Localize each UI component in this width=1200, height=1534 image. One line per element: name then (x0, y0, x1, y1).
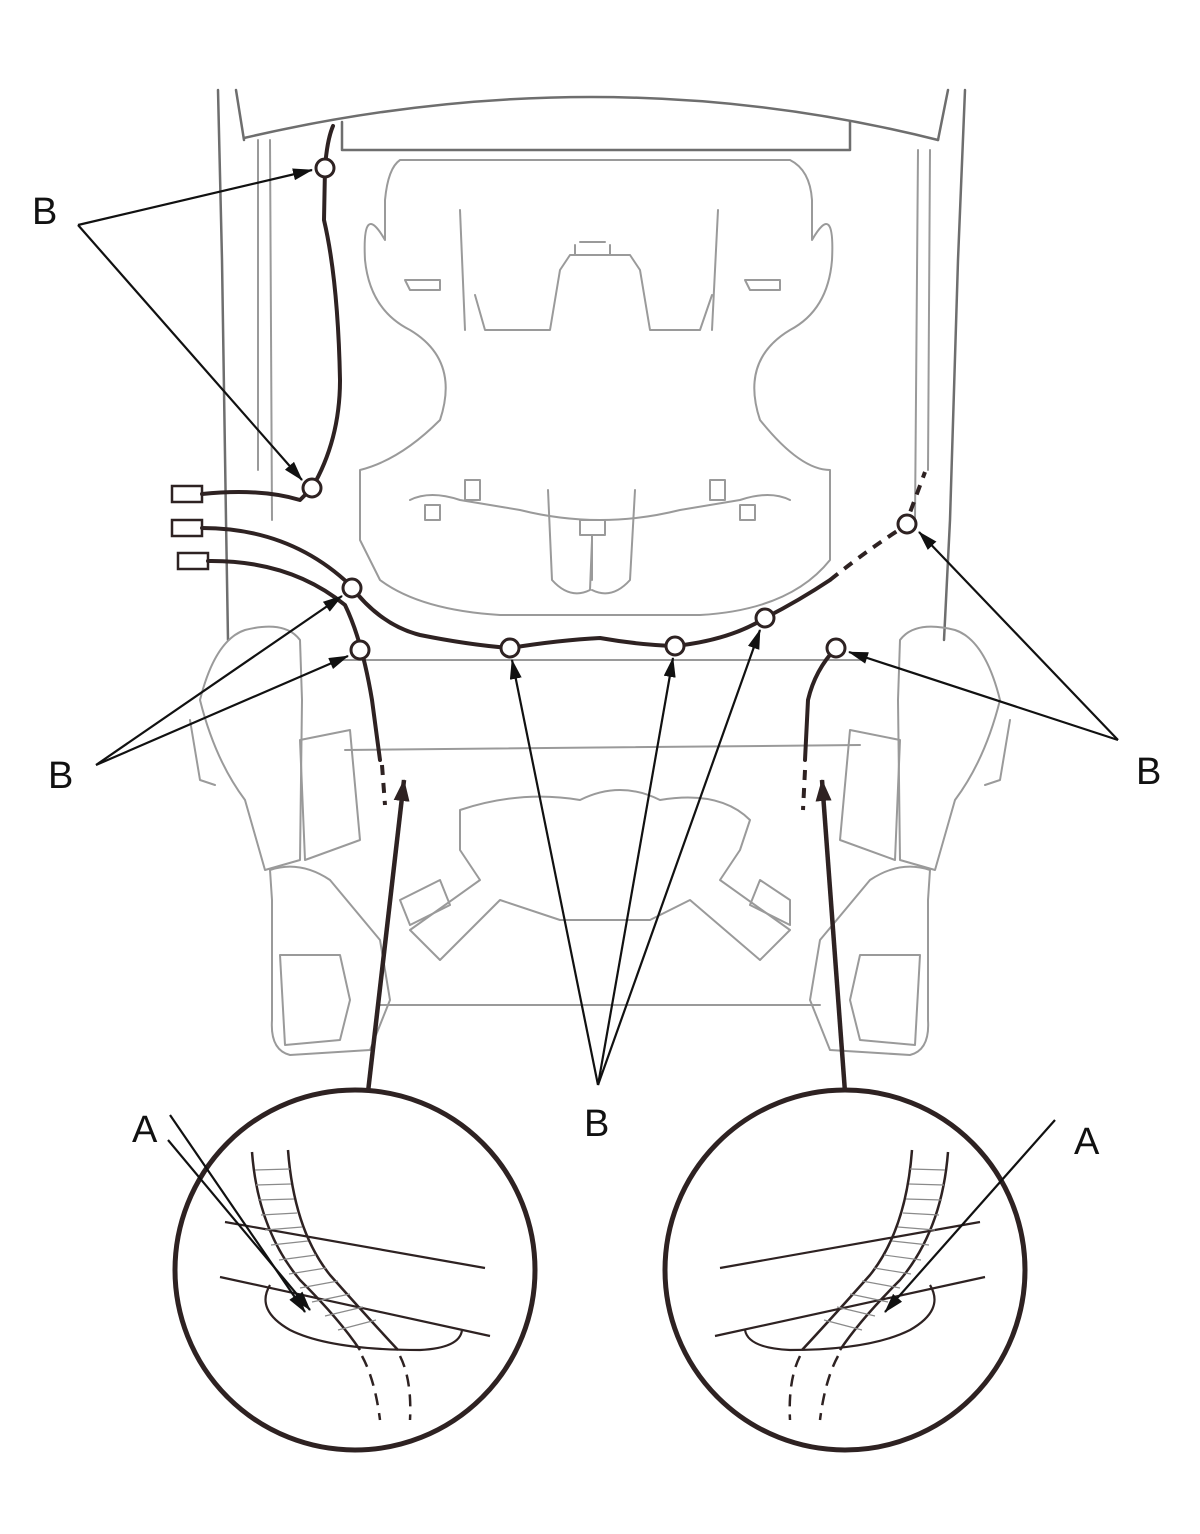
detail-view-left (167, 1087, 538, 1453)
harness-connector (176, 551, 210, 571)
clip-marker (349, 639, 371, 661)
label-a-left: A (132, 1109, 158, 1151)
clip-marker (301, 477, 323, 499)
vehicle-body-outline (189, 88, 1011, 1056)
clip-marker (825, 637, 847, 659)
leader-lines (77, 168, 1119, 1093)
clip-markers (301, 157, 918, 661)
clip-marker (341, 577, 363, 599)
harness-connector (170, 518, 204, 538)
label-a-right: A (1074, 1121, 1100, 1163)
clip-marker (664, 635, 686, 657)
label-b-bottom-center: B (584, 1103, 609, 1145)
leader-line-a-left (169, 1114, 306, 1313)
clip-marker (314, 157, 336, 179)
label-b-top-left: B (32, 191, 57, 233)
clip-marker (896, 513, 918, 535)
label-b-mid-left: B (48, 755, 73, 797)
label-b-right: B (1136, 751, 1161, 793)
leader-line-a-right (884, 1119, 1056, 1313)
harness-connector (170, 484, 204, 504)
clip-marker (754, 607, 776, 629)
detail-view-right (662, 1087, 1028, 1453)
clip-marker (499, 637, 521, 659)
